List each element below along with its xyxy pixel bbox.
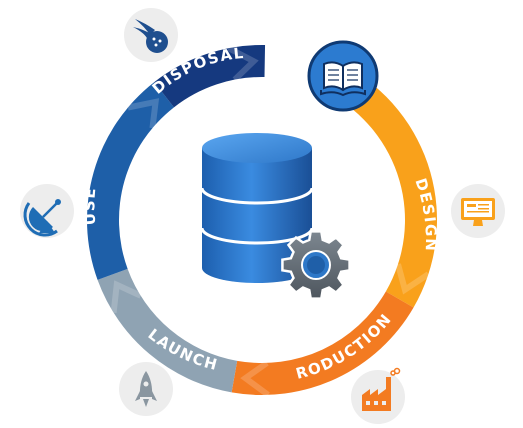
ring-arrow-design <box>395 263 431 295</box>
ring-segment-design <box>329 65 437 308</box>
ring-segment-disposal <box>154 45 266 108</box>
ring-segment-use <box>87 82 174 280</box>
ring-arrow-disposal <box>227 45 259 82</box>
ring-arrow-launch <box>110 280 142 314</box>
database-gear-icon <box>200 133 351 300</box>
open-book-icon <box>307 40 379 112</box>
rocket-icon <box>119 362 173 416</box>
ring-arrow-use <box>127 98 160 129</box>
segment-label-use: USE <box>80 186 99 226</box>
computer-monitor-icon <box>451 184 505 238</box>
comet-debris-icon <box>124 8 178 62</box>
satellite-dish-icon <box>20 184 74 238</box>
ring-arrow-production <box>240 360 270 398</box>
factory-icon <box>351 367 405 424</box>
ring-segment-production <box>231 291 414 396</box>
gear-icon <box>281 230 351 300</box>
database-icon <box>200 133 314 283</box>
lifecycle-ring <box>87 45 437 398</box>
ring-segment-launch <box>97 268 238 393</box>
